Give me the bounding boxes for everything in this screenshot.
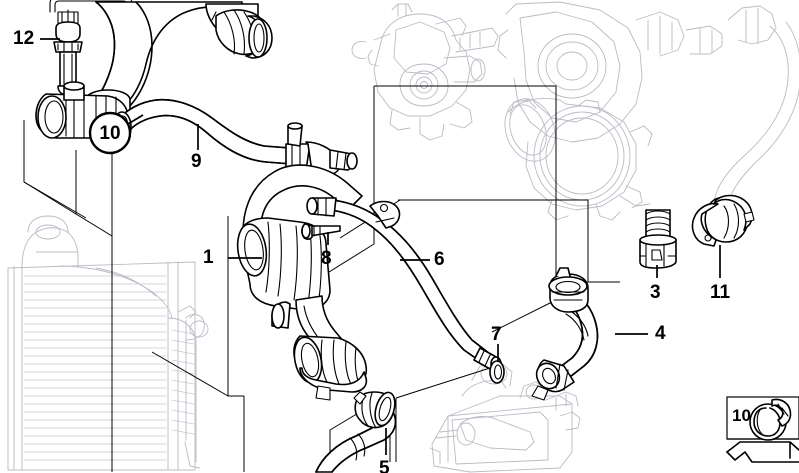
callout-label-5: 5	[379, 458, 390, 473]
callout-label-6: 6	[434, 249, 445, 270]
timing-cover-ghost	[497, 1, 799, 211]
callout-label-10: 10	[99, 122, 121, 144]
callout-label-11: 11	[710, 282, 731, 303]
callout-leader-lines	[40, 38, 721, 455]
inset-detail-box	[726, 396, 799, 463]
hose-clamp-icon	[749, 398, 792, 441]
part-5-lower-hose	[315, 391, 397, 473]
callout-10-circle	[88, 111, 132, 155]
part-9-upper-hose	[35, 1, 358, 175]
callout-label-3: 3	[650, 282, 661, 303]
callout-label-8: 8	[321, 248, 332, 269]
part-1-radiator-hose	[236, 164, 368, 401]
callout-label-4: 4	[655, 323, 666, 344]
callout-label-1: 1	[203, 247, 214, 268]
part-6-return-pipe	[306, 197, 502, 372]
construction-leaders	[23, 85, 620, 472]
radiator-ghost	[7, 215, 209, 471]
part-8-bolt	[301, 223, 341, 240]
part-11-retaining-clip	[691, 194, 755, 247]
callout-label-7: 7	[491, 324, 502, 345]
part-3-threaded-plug	[639, 209, 677, 269]
part-7-o-ring	[489, 360, 505, 384]
flywheel-housing-ghost	[504, 98, 653, 221]
part-4-return-hose	[531, 267, 599, 401]
callout-label-12: 12	[13, 28, 35, 49]
callout-label-9: 9	[191, 151, 202, 172]
inset-box-label-10: 10	[732, 406, 751, 425]
water-pump-ghost	[351, 3, 499, 141]
